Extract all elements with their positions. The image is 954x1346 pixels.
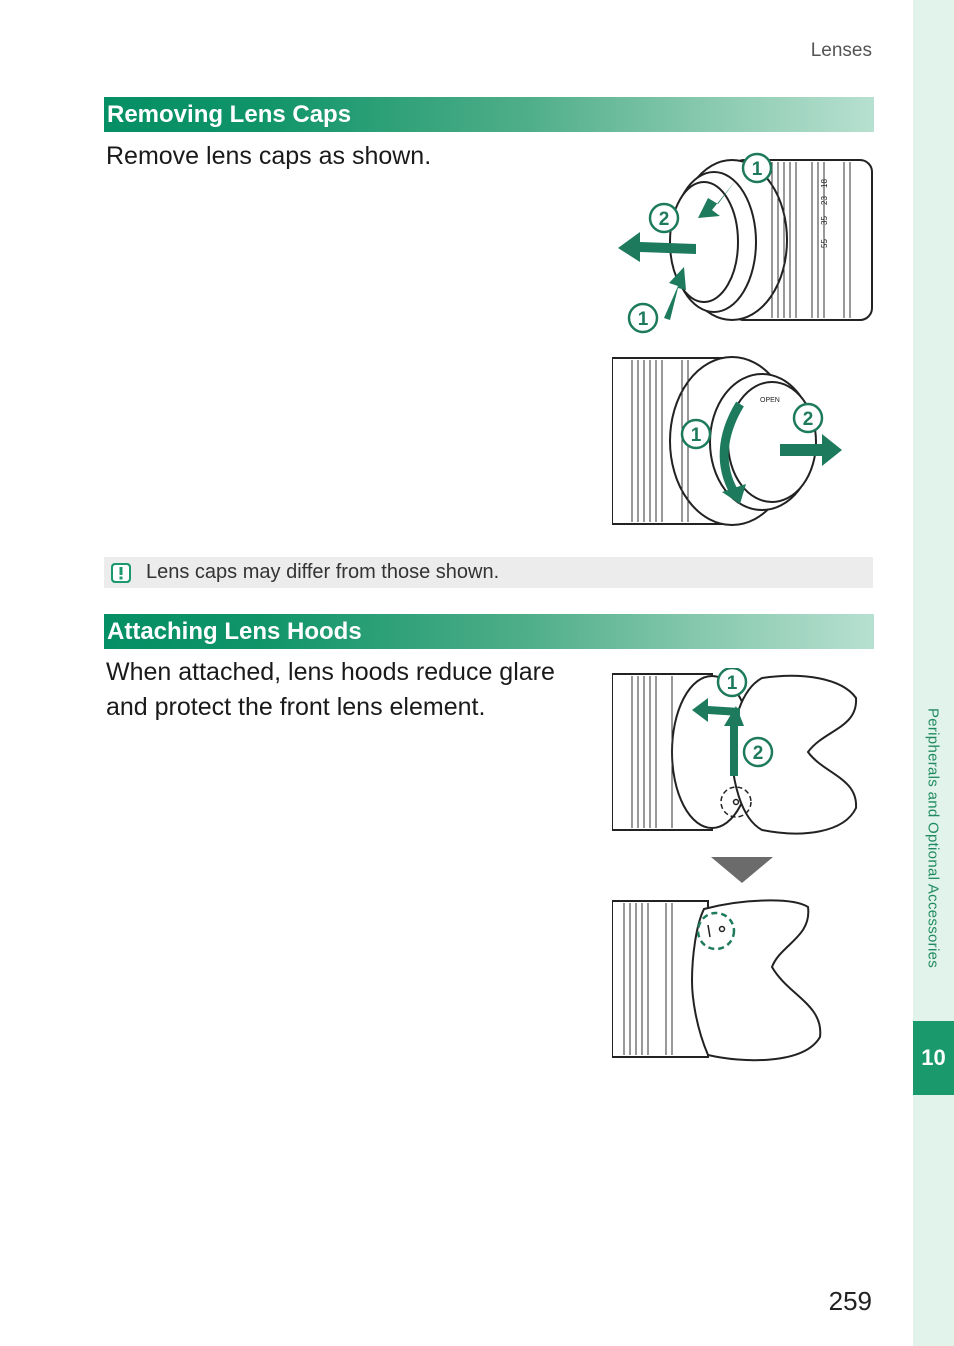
body-hood-line-2: and protect the front lens element. [106, 693, 486, 721]
step-badge-1: 1 [680, 418, 712, 450]
section-title-removing-lens-caps: Removing Lens Caps [104, 97, 874, 132]
caution-icon [111, 562, 131, 583]
section-title-attaching-lens-hoods: Attaching Lens Hoods [104, 614, 874, 649]
step-badge-1-bottom: 1 [627, 302, 659, 334]
side-tab [913, 0, 954, 1346]
note-text: Lens caps may differ from those shown. [146, 561, 500, 583]
svg-text:2: 2 [753, 743, 764, 764]
svg-text:1: 1 [638, 309, 649, 330]
hood-attach-illustration: 1 2 [612, 668, 858, 835]
hood-attached-illustration [612, 899, 822, 1062]
note-box: Lens caps may differ from those shown. [104, 557, 873, 588]
svg-text:1: 1 [752, 159, 763, 180]
step-badge-1-top: 1 [741, 152, 773, 184]
lens-mark-23: 23 [820, 196, 829, 205]
body-hood-line-1: When attached, lens hoods reduce glare [106, 658, 555, 686]
svg-text:1: 1 [727, 673, 738, 694]
chapter-number: 10 [913, 1021, 954, 1095]
side-tab-label: Peripherals and Optional Accessories [924, 707, 942, 969]
svg-text:2: 2 [803, 409, 814, 430]
cap-marking-open: OPEN [760, 397, 780, 404]
body-remove-lens-caps: Remove lens caps as shown. [106, 142, 432, 170]
lens-mark-18: 18 [820, 179, 829, 188]
page-number: 259 [828, 1286, 872, 1316]
svg-text:1: 1 [691, 425, 702, 446]
step-badge-2: 2 [742, 736, 774, 768]
lens-mark-35: 35 [820, 216, 829, 225]
front-cap-illustration: 55 35 23 18 1 2 1 [618, 152, 873, 334]
next-step-triangle [711, 857, 773, 883]
step-badge-2: 2 [648, 202, 680, 234]
step-badge-2: 2 [792, 402, 824, 434]
lens-mark-55: 55 [820, 239, 829, 248]
running-head: Lenses [810, 40, 872, 61]
svg-text:2: 2 [659, 209, 670, 230]
step-badge-1: 1 [716, 668, 748, 698]
rear-cap-illustration: OPEN 1 2 [612, 356, 842, 526]
